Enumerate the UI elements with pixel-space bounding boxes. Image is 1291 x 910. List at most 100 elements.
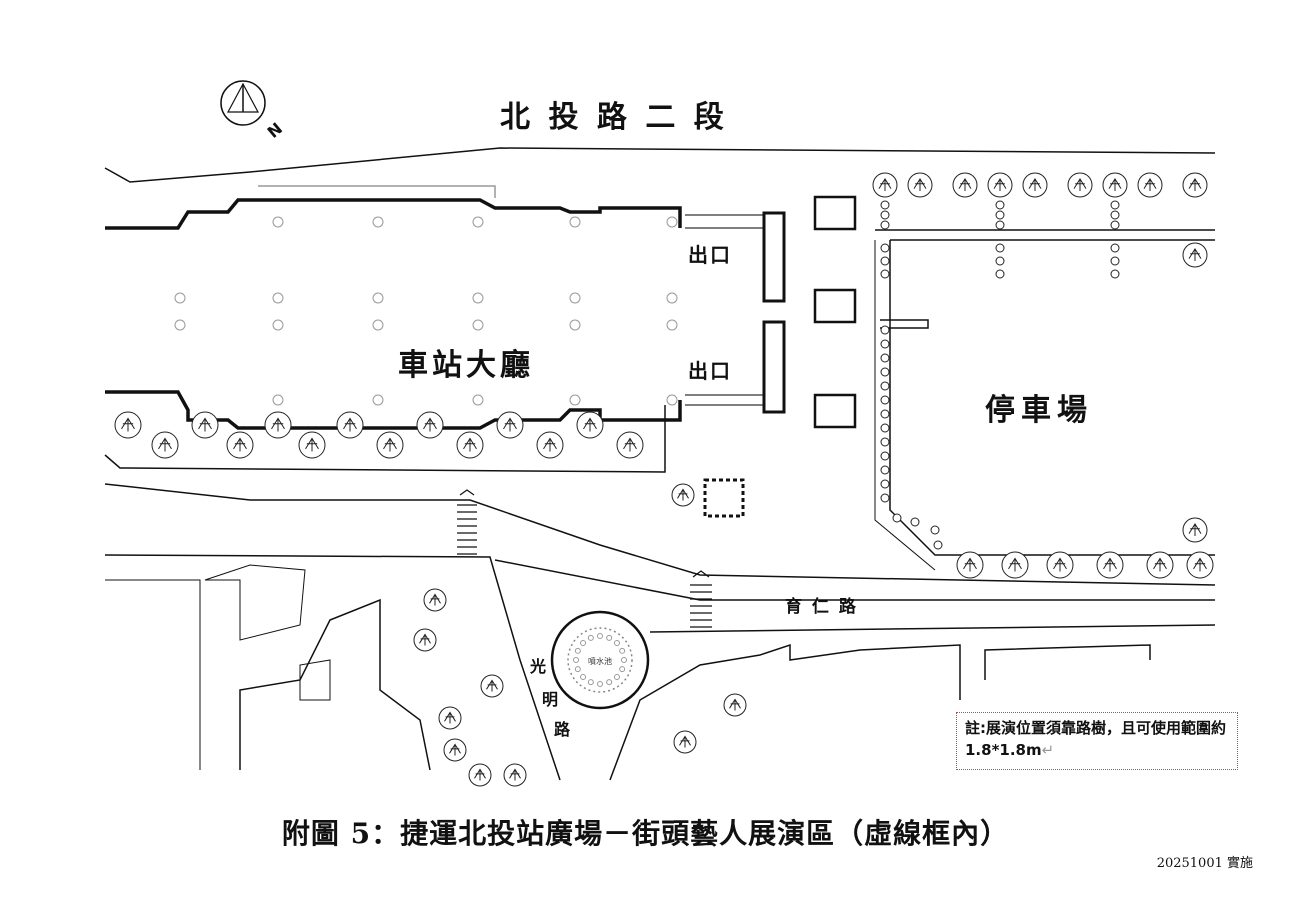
- fountain-jet: [587, 634, 594, 641]
- tree-icon: [1046, 551, 1074, 579]
- pillar: [472, 292, 484, 304]
- fountain-label: 噴水池: [588, 656, 612, 666]
- planter-dot: [880, 423, 890, 433]
- tree-icon: [723, 693, 747, 717]
- planter-dot: [1110, 243, 1120, 253]
- planter-dot: [880, 395, 890, 405]
- planter-dot: [995, 256, 1005, 266]
- tree-icon: [987, 172, 1013, 198]
- fountain-jet: [580, 673, 587, 680]
- tree-icon: [956, 551, 984, 579]
- pillar: [272, 394, 284, 406]
- tree-icon: [1182, 517, 1208, 543]
- tree-icon: [1137, 172, 1163, 198]
- parking-label: 停車場: [985, 393, 1093, 428]
- road-edge: [104, 483, 1216, 586]
- fountain-jet: [619, 666, 626, 673]
- pillar: [666, 216, 678, 228]
- return-mark: ↵: [1041, 741, 1055, 759]
- station-outline: [105, 198, 682, 230]
- planter-dot: [995, 210, 1005, 220]
- tree-icon: [480, 674, 504, 698]
- tree-icon: [456, 431, 484, 459]
- fountain-jet: [580, 640, 587, 647]
- planter-dot: [995, 220, 1005, 230]
- road-edge: [104, 554, 561, 781]
- compass-north-label: N: [264, 119, 286, 142]
- exit-label: 出口: [688, 359, 732, 383]
- tree-icon: [298, 431, 326, 459]
- exit-label: 出口: [688, 243, 732, 267]
- fountain-jet: [587, 679, 594, 686]
- pillar: [472, 319, 484, 331]
- tree-icon: [1182, 172, 1208, 198]
- planter-dot: [880, 367, 890, 377]
- tree-icon: [952, 172, 978, 198]
- tree-icon: [1186, 551, 1214, 579]
- station-hall-label: 車站大廳: [398, 348, 534, 383]
- planter-dot: [995, 243, 1005, 253]
- pillar: [272, 319, 284, 331]
- planter-dot: [995, 200, 1005, 210]
- planter-dot: [880, 325, 890, 335]
- tree-icon: [1022, 172, 1048, 198]
- planter-dot: [880, 353, 890, 363]
- planter-dot: [880, 451, 890, 461]
- fountain-jet: [613, 673, 620, 680]
- planter-dot: [1110, 269, 1120, 279]
- crosswalk: [457, 489, 712, 628]
- planter-dot: [1110, 220, 1120, 230]
- tree-icon: [468, 763, 492, 787]
- planter-dot: [880, 220, 890, 230]
- tree-icon: [1067, 172, 1093, 198]
- tree-icon: [114, 411, 142, 439]
- planter-dot: [880, 200, 890, 210]
- note-box: 註:展演位置須靠路樹，且可使用範圍約 1.8*1.8m↵: [956, 712, 1238, 770]
- tree-icon: [226, 431, 254, 459]
- fountain-jet: [606, 679, 613, 686]
- pillar: [272, 216, 284, 228]
- fountain-jet: [597, 681, 603, 687]
- road-label-beitou-sec2: 北 投 路 二 段: [500, 100, 728, 135]
- fountain-jet: [619, 647, 626, 654]
- planter-dot: [880, 381, 890, 391]
- tree-icon: [1146, 551, 1174, 579]
- pillar: [666, 319, 678, 331]
- effective-date: 20251001 實施: [1156, 856, 1253, 871]
- fountain-jet: [597, 633, 603, 639]
- tree-icon: [413, 628, 437, 652]
- road-label-yuren: 育 仁 路: [785, 596, 858, 617]
- tree-icon: [1182, 242, 1208, 268]
- pillar: [569, 319, 581, 331]
- planter-dot: [995, 269, 1005, 279]
- planter-dot: [1110, 210, 1120, 220]
- tree-icon: [438, 706, 462, 730]
- pillar: [372, 292, 384, 304]
- pillar: [472, 394, 484, 406]
- planter-dot: [1110, 256, 1120, 266]
- exit-gate-1: [762, 211, 786, 303]
- pillar: [174, 292, 186, 304]
- tree-icon: [496, 411, 524, 439]
- planter-dot: [880, 437, 890, 447]
- planter-dot: [892, 513, 902, 523]
- planter-dot: [880, 210, 890, 220]
- parking-outline: [889, 239, 1215, 556]
- planter-dot: [933, 540, 943, 550]
- planter-dot: [880, 465, 890, 475]
- tree-icon: [443, 738, 467, 762]
- planter-dot: [880, 256, 890, 266]
- planter-dot: [880, 339, 890, 349]
- pillar: [174, 319, 186, 331]
- planter-dot: [880, 243, 890, 253]
- tree-icon: [264, 411, 292, 439]
- pillar: [372, 319, 384, 331]
- tree-icon: [576, 411, 604, 439]
- fountain-jet: [621, 657, 627, 663]
- tree-icon: [907, 172, 933, 198]
- compass-icon: [220, 80, 266, 126]
- planter-dot: [880, 409, 890, 419]
- road-label-guangming: 路: [554, 720, 571, 739]
- tree-icon: [376, 431, 404, 459]
- fountain-jet: [573, 657, 579, 663]
